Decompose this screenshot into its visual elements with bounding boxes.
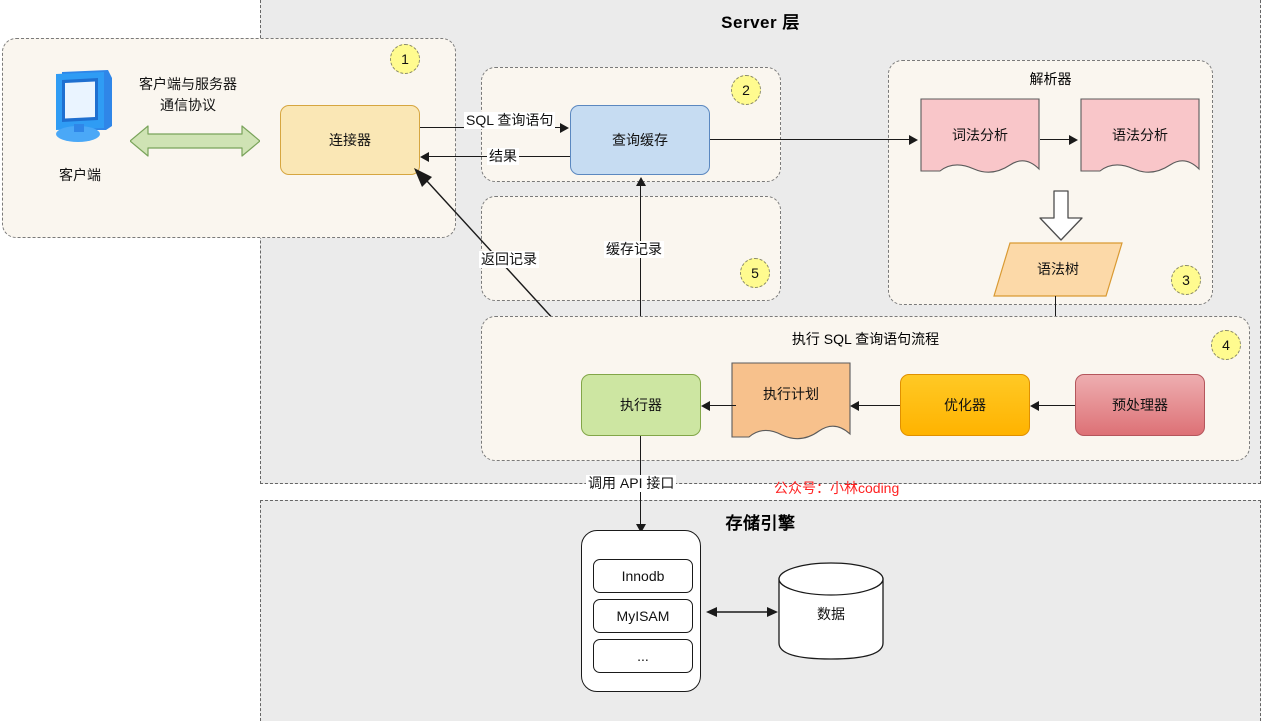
syntax-tree-node[interactable]: 语法树 [993, 242, 1123, 297]
cache-record-label: 缓存记录 [604, 241, 664, 258]
edge-cache-to-lexical [710, 139, 910, 141]
lexical-analysis-node[interactable]: 词法分析 [920, 98, 1040, 178]
syntax-analysis-node[interactable]: 语法分析 [1080, 98, 1200, 178]
edge-plan-to-executor-arrowhead [701, 401, 710, 411]
edge-lexical-to-syntax [1040, 139, 1072, 141]
data-cylinder: 数据 [778, 562, 884, 660]
parser-to-tree-block-arrow [1038, 190, 1084, 247]
client-monitor-icon [46, 68, 116, 144]
query-cache-node[interactable]: 查询缓存 [570, 105, 710, 175]
result-label: 结果 [487, 148, 519, 165]
parser-group-label: 解析器 [1029, 71, 1072, 87]
protocol-label-line2: 通信协议 [160, 97, 216, 113]
protocol-label: 客户端与服务器 通信协议 [118, 74, 258, 116]
optimizer-label: 优化器 [944, 397, 986, 413]
client-label: 客户端 [59, 167, 101, 183]
call-api-label: 调用 API 接口 [586, 475, 677, 492]
executor-node[interactable]: 执行器 [581, 374, 701, 436]
execute-flow-group-label: 执行 SQL 查询语句流程 [791, 331, 940, 347]
preprocessor-label: 预处理器 [1112, 397, 1168, 413]
storage-layer-container: 存储引擎 [260, 500, 1261, 721]
edge-connector-to-cache-arrowhead [560, 123, 569, 133]
protocol-double-arrow [129, 122, 261, 165]
execution-plan-node[interactable]: 执行计划 [731, 362, 851, 446]
badge-3: 3 [1171, 265, 1201, 295]
edge-plan-to-executor [710, 405, 736, 407]
edge-lexical-to-syntax-arrowhead [1069, 135, 1078, 145]
server-layer-title: Server 层 [721, 13, 800, 32]
engine-item-2[interactable]: ... [593, 639, 693, 673]
connector-node-label: 连接器 [329, 132, 371, 148]
edge-cache-to-connector-arrowhead [420, 152, 429, 162]
engine-item-1[interactable]: MyISAM [593, 599, 693, 633]
query-cache-node-label: 查询缓存 [612, 132, 668, 148]
edge-preproc-to-optimizer [1039, 405, 1075, 407]
edge-executor-to-engine-arrowhead [636, 524, 646, 533]
edge-cache-to-lexical-arrowhead [909, 135, 918, 145]
badge-1: 1 [390, 44, 420, 74]
edge-executor-to-cache [640, 186, 642, 376]
edge-engine-to-data [706, 605, 778, 624]
storage-layer-title: 存储引擎 [725, 514, 796, 533]
badge-5: 5 [740, 258, 770, 288]
engine-item-0[interactable]: Innodb [593, 559, 693, 593]
edge-preproc-to-optimizer-arrowhead [1030, 401, 1039, 411]
connector-node[interactable]: 连接器 [280, 105, 420, 175]
edge-optimizer-to-plan-arrowhead [850, 401, 859, 411]
executor-label: 执行器 [620, 397, 662, 413]
data-cylinder-label: 数据 [817, 606, 845, 622]
edge-optimizer-to-plan [859, 405, 900, 407]
badge-4: 4 [1211, 330, 1241, 360]
watermark-text: 公众号：小林coding [774, 480, 900, 496]
badge-2: 2 [731, 75, 761, 105]
optimizer-node[interactable]: 优化器 [900, 374, 1030, 436]
protocol-label-line1: 客户端与服务器 [139, 76, 237, 92]
return-record-label: 返回记录 [479, 251, 539, 268]
storage-engine-box: Innodb MyISAM ... [581, 530, 701, 692]
sql-query-label: SQL 查询语句 [464, 112, 556, 129]
preprocessor-node[interactable]: 预处理器 [1075, 374, 1205, 436]
edge-executor-to-cache-arrowhead [636, 177, 646, 186]
